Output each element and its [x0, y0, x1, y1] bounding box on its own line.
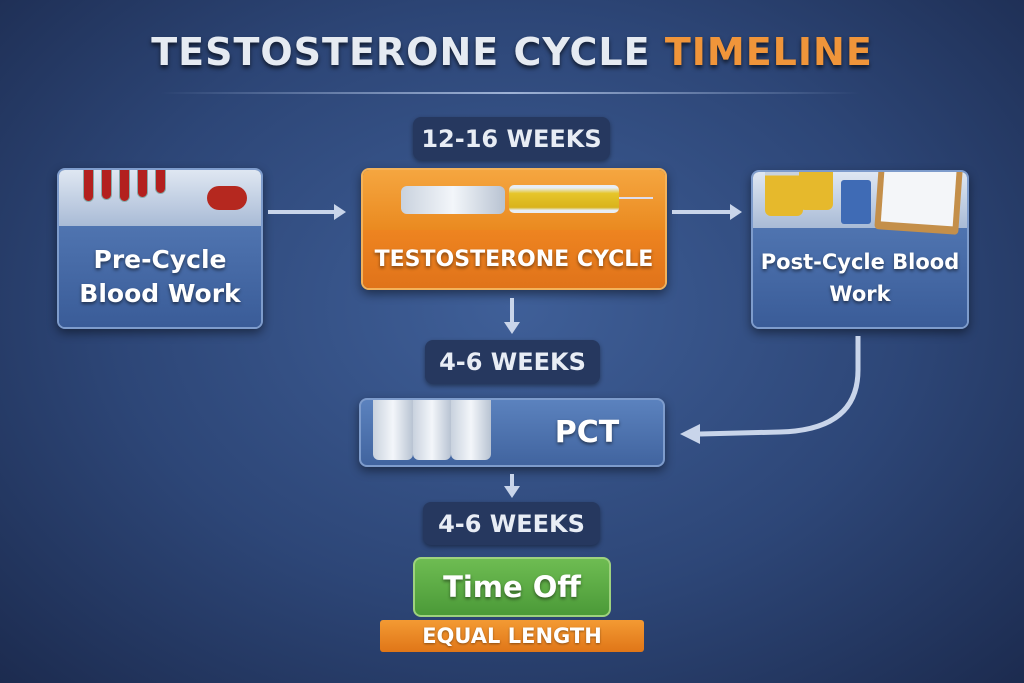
blood-test-tubes-icon [59, 170, 261, 226]
time-off-card: Time Off [413, 557, 611, 617]
arrow-down-icon [504, 474, 520, 498]
arrow-right-icon [672, 204, 742, 220]
pre-cycle-label: Pre-Cycle Blood Work [59, 226, 261, 327]
pct-card: PCT [359, 398, 665, 467]
arrow-down-icon [504, 298, 520, 334]
pct-duration-badge: 4-6 WEEKS [425, 340, 600, 384]
title-divider [160, 92, 860, 94]
pct-label: PCT [554, 415, 620, 450]
pre-cycle-card: Pre-Cycle Blood Work [57, 168, 263, 329]
post-cycle-card: Post-Cycle Blood Work [751, 170, 969, 329]
time-off-duration-badge: 4-6 WEEKS [423, 502, 600, 545]
page-title: TESTOSTERONE CYCLE TIMELINE [151, 30, 873, 74]
testosterone-cycle-card: TESTOSTERONE CYCLE [361, 168, 667, 290]
vials-clipboard-icon [753, 172, 967, 235]
post-cycle-label: Post-Cycle Blood Work [753, 228, 967, 327]
curved-arrow-icon [680, 336, 861, 444]
syringe-icon [363, 170, 665, 230]
cycle-duration-badge: 12-16 WEEKS [413, 117, 610, 160]
testosterone-cycle-label: TESTOSTERONE CYCLE [363, 230, 665, 288]
arrow-right-icon [268, 204, 346, 220]
equal-length-banner: EQUAL LENGTH [380, 620, 644, 652]
